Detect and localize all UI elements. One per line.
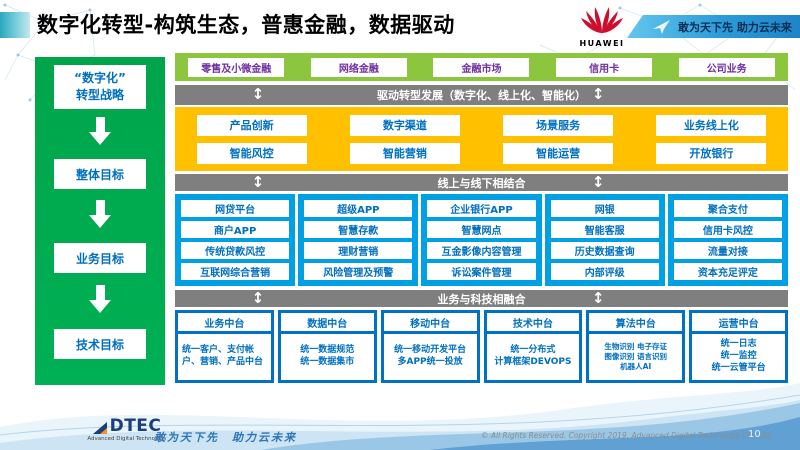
huawei-logo: HUAWEI xyxy=(576,5,628,48)
transformation-item: 开放银行 xyxy=(656,142,767,164)
channels-column: 网银 智能客服 历史数据查询 内部评级 xyxy=(544,194,665,286)
page-number: 10 xyxy=(748,429,761,440)
sidebar-item-technology-goal: 技术目标 xyxy=(54,329,146,359)
channel-item: 内部评级 xyxy=(550,263,659,280)
copyright-text: © All Rights Reserved. Copyright 2019. A… xyxy=(480,431,770,440)
banner-label: 驱动转型发展（数字化、线上化、智能化） xyxy=(377,89,586,102)
down-arrow-icon xyxy=(89,200,111,230)
channel-item: 企业银行APP xyxy=(427,200,536,217)
transformation-item: 智能营销 xyxy=(349,142,460,164)
title-accent-bar xyxy=(0,12,30,38)
transformation-item: 智能运营 xyxy=(503,142,614,164)
platform-title: 业务中台 xyxy=(178,313,271,331)
banner-drive-transformation: 驱动转型发展（数字化、线上化、智能化） xyxy=(175,85,788,105)
sidebar-item-business-goal: 业务目标 xyxy=(54,243,146,273)
page-title: 数字化转型-构筑生态，普惠金融，数据驱动 xyxy=(37,13,455,37)
transformation-item: 场景服务 xyxy=(503,114,614,136)
dtec-arrow-icon xyxy=(92,422,107,434)
business-line: 公司业务 xyxy=(678,57,775,77)
channel-item: 流量对接 xyxy=(673,242,782,259)
channel-item: 网贷平台 xyxy=(181,200,290,217)
business-line: 网络金融 xyxy=(310,57,407,77)
channel-item: 诉讼案件管理 xyxy=(427,263,536,280)
channels-column: 超级APP 智慧存款 理财营销 风险管理及预警 xyxy=(298,194,419,286)
platform-title: 技术中台 xyxy=(486,313,580,331)
transformation-item: 业务线上化 xyxy=(656,114,767,136)
updown-arrow-icon xyxy=(252,290,265,305)
platform-content: 统一移动开发平台 多APP统一投放 xyxy=(383,334,477,380)
updown-arrow-icon xyxy=(252,174,265,189)
footer-slogan: 敢为天下先 助力云未来 xyxy=(154,431,297,444)
business-line: 金融市场 xyxy=(433,57,530,77)
strategy-sidebar: “数字化” 转型战略 整体目标 业务目标 技术目标 xyxy=(35,57,165,385)
huawei-wordmark: HUAWEI xyxy=(579,39,625,48)
platform-title: 移动中台 xyxy=(383,313,477,331)
business-lines-band: 零售及小微金融 网络金融 金融市场 信用卡 公司业务 xyxy=(175,53,788,81)
channel-item: 智慧存款 xyxy=(304,221,413,238)
transformation-item: 产品创新 xyxy=(196,114,307,136)
transformation-band: 产品创新 数字渠道 场景服务 业务线上化 智能风控 智能营销 智能运营 开放银行 xyxy=(175,107,788,171)
channel-item: 理财营销 xyxy=(304,242,413,259)
down-arrow-icon xyxy=(89,285,111,315)
channels-column: 网贷平台 商户APP 传统贷款风控 互联网综合营销 xyxy=(175,194,296,286)
channels-column: 聚合支付 信用卡风控 流量对接 资本充足评定 xyxy=(667,194,788,286)
platform-content: 统一客户、支付帐户、营销、产品中台 xyxy=(178,334,271,380)
huawei-flower-icon xyxy=(581,7,623,34)
channel-item: 超级APP xyxy=(304,200,413,217)
channel-item: 智慧网点 xyxy=(427,221,536,238)
banner-tech-fusion: 业务与科技相融合 xyxy=(175,290,788,307)
platform-title: 算法中台 xyxy=(589,313,683,331)
channel-item: 历史数据查询 xyxy=(550,242,659,259)
channel-item: 聚合支付 xyxy=(673,200,782,217)
platform-panel: 移动中台 统一移动开发平台 多APP统一投放 xyxy=(380,310,480,383)
channel-item: 商户APP xyxy=(181,221,290,238)
header-ribbon: 敢为天下先 助力云未来 xyxy=(627,15,800,38)
transformation-item: 智能风控 xyxy=(196,142,307,164)
channels-grid: 网贷平台 商户APP 传统贷款风控 互联网综合营销 超级APP 智慧存款 理财营… xyxy=(175,194,788,286)
platform-content: 统一分布式 计算框架DEVOPS xyxy=(486,334,580,380)
updown-arrow-icon xyxy=(592,174,605,189)
business-line: 零售及小微金融 xyxy=(188,57,285,77)
platform-content: 统一数据规范 统一数据集市 xyxy=(280,334,374,380)
banner-label: 业务与科技相融合 xyxy=(437,292,526,306)
sidebar-item-strategy: “数字化” 转型战略 xyxy=(54,65,146,109)
dtec-subtitle: Advanced Digital Technology xyxy=(87,436,167,442)
platforms-row: 业务中台 统一客户、支付帐户、营销、产品中台 数据中台 统一数据规范 统一数据集… xyxy=(175,310,788,383)
channel-item: 互联网综合营销 xyxy=(181,263,290,280)
transformation-item: 数字渠道 xyxy=(349,114,460,136)
channel-item: 风险管理及预警 xyxy=(304,263,413,280)
platform-panel: 运营中台 统一日志 统一监控 统一云管平台 xyxy=(689,310,788,383)
channel-item: 互金影像内容管理 xyxy=(427,242,536,259)
platform-content: 统一日志 统一监控 统一云管平台 xyxy=(692,334,785,380)
platform-panel: 技术中台 统一分布式 计算框架DEVOPS xyxy=(483,310,583,383)
dtec-wordmark: DTEC xyxy=(109,416,162,436)
platform-title: 数据中台 xyxy=(280,313,374,331)
platform-title: 运营中台 xyxy=(692,313,785,331)
banner-online-offline: 线上与线下相结合 xyxy=(175,174,788,191)
channel-item: 资本充足评定 xyxy=(673,263,782,280)
channel-item: 信用卡风控 xyxy=(673,221,782,238)
updown-arrow-icon xyxy=(252,87,265,102)
platform-panel: 算法中台 生物识别 电子存证 图像识别 语言识别 机器人AI xyxy=(586,310,686,383)
paper-plane-icon xyxy=(653,19,670,34)
business-line: 信用卡 xyxy=(556,57,653,77)
dtec-logo: DTEC Advanced Digital Technology xyxy=(84,416,170,443)
ribbon-slogan: 敢为天下先 助力云未来 xyxy=(678,20,792,34)
platform-panel: 数据中台 统一数据规范 统一数据集市 xyxy=(277,310,377,383)
channels-column: 企业银行APP 智慧网点 互金影像内容管理 诉讼案件管理 xyxy=(421,194,542,286)
banner-label: 线上与线下相结合 xyxy=(437,176,526,190)
platform-content: 生物识别 电子存证 图像识别 语言识别 机器人AI xyxy=(589,334,683,380)
updown-arrow-icon xyxy=(592,290,605,305)
platform-panel: 业务中台 统一客户、支付帐户、营销、产品中台 xyxy=(175,310,274,383)
down-arrow-icon xyxy=(89,117,111,147)
updown-arrow-icon xyxy=(592,87,605,102)
channel-item: 智能客服 xyxy=(550,221,659,238)
channel-item: 传统贷款风控 xyxy=(181,242,290,259)
channel-item: 网银 xyxy=(550,200,659,217)
sidebar-item-overall-goal: 整体目标 xyxy=(54,159,146,189)
